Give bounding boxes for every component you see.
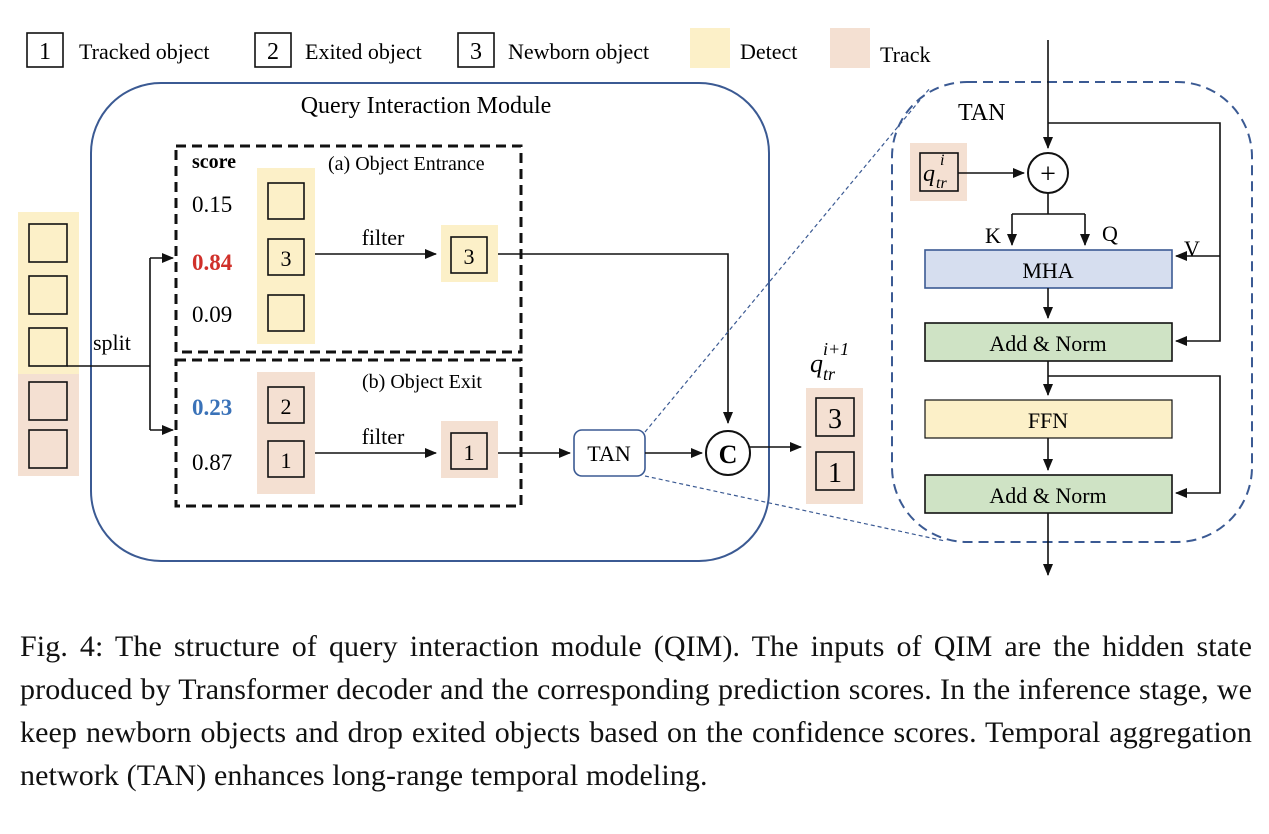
entrance-title: (a) Object Entrance xyxy=(328,153,485,175)
tan-detail-box xyxy=(891,81,1253,543)
legend-tracked-label: Tracked object xyxy=(79,39,210,64)
entrance-kept-id: 3 xyxy=(464,244,475,269)
entrance-box xyxy=(174,144,523,354)
addnorm2-block xyxy=(924,474,1173,514)
entrance-score-1: 0.15 xyxy=(192,192,232,217)
legend-exited-label: Exited object xyxy=(305,39,422,64)
mha-block xyxy=(924,249,1173,289)
exit-filter-label: filter xyxy=(362,424,405,449)
tan-add-symbol: + xyxy=(1040,159,1056,190)
qim-box xyxy=(90,82,770,562)
entrance-score-2: 0.84 xyxy=(192,250,233,275)
qim-figure: 1 Tracked object 2 Exited object 3 Newbo… xyxy=(18,28,1253,576)
tan-k-label: K xyxy=(985,223,1001,248)
addnorm1-label: Add & Norm xyxy=(989,331,1106,356)
output-label: q tr i+1 xyxy=(810,339,849,384)
svg-text:tr: tr xyxy=(823,364,836,384)
legend-exited-num: 2 xyxy=(267,39,279,65)
qim-title: Query Interaction Module xyxy=(301,93,552,119)
output-id-3: 3 xyxy=(828,404,842,435)
svg-text:q: q xyxy=(923,161,935,187)
score-header: score xyxy=(192,151,236,173)
entrance-id-3: 3 xyxy=(281,246,292,271)
input-queries xyxy=(18,212,79,476)
exit-title: (b) Object Exit xyxy=(362,371,482,393)
legend-newborn-label: Newborn object xyxy=(508,39,649,64)
tan-v-label: V xyxy=(1184,236,1200,261)
exit-score-1: 0.23 xyxy=(192,395,232,420)
legend-track-swatch xyxy=(830,28,870,68)
addnorm2-label: Add & Norm xyxy=(989,483,1106,508)
exit-id-2: 2 xyxy=(281,394,292,419)
figure-caption: Fig. 4: The structure of query interacti… xyxy=(20,630,1252,792)
split-label: split xyxy=(93,330,131,355)
svg-text:q: q xyxy=(810,349,823,378)
legend-detect-swatch xyxy=(690,28,730,68)
legend-detect-label: Detect xyxy=(740,39,797,64)
legend-newborn-num: 3 xyxy=(470,39,482,65)
ffn-block xyxy=(924,399,1173,439)
legend: 1 Tracked object 2 Exited object 3 Newbo… xyxy=(26,28,931,68)
exit-score-2: 0.87 xyxy=(192,450,232,475)
exit-kept-id: 1 xyxy=(464,440,475,465)
tan-node-label: TAN xyxy=(587,441,631,466)
concat-label: C xyxy=(719,440,738,469)
concat-node xyxy=(705,430,751,476)
entrance-score-3: 0.09 xyxy=(192,302,232,327)
legend-tracked-num: 1 xyxy=(39,39,51,65)
svg-text:tr: tr xyxy=(936,175,947,192)
svg-text:i+1: i+1 xyxy=(823,339,849,359)
mha-label: MHA xyxy=(1022,258,1073,283)
entrance-filter-label: filter xyxy=(362,225,405,250)
exit-box xyxy=(174,358,523,508)
tan-input-label: q tr i xyxy=(923,152,947,192)
addnorm1-block xyxy=(924,322,1173,362)
svg-text:i: i xyxy=(940,152,944,169)
exit-id-1: 1 xyxy=(281,448,292,473)
legend-track-label: Track xyxy=(880,42,931,67)
tan-detail-title: TAN xyxy=(958,100,1005,126)
tan-q-label: Q xyxy=(1102,221,1118,246)
output-id-1: 1 xyxy=(828,458,842,489)
ffn-label: FFN xyxy=(1028,408,1068,433)
